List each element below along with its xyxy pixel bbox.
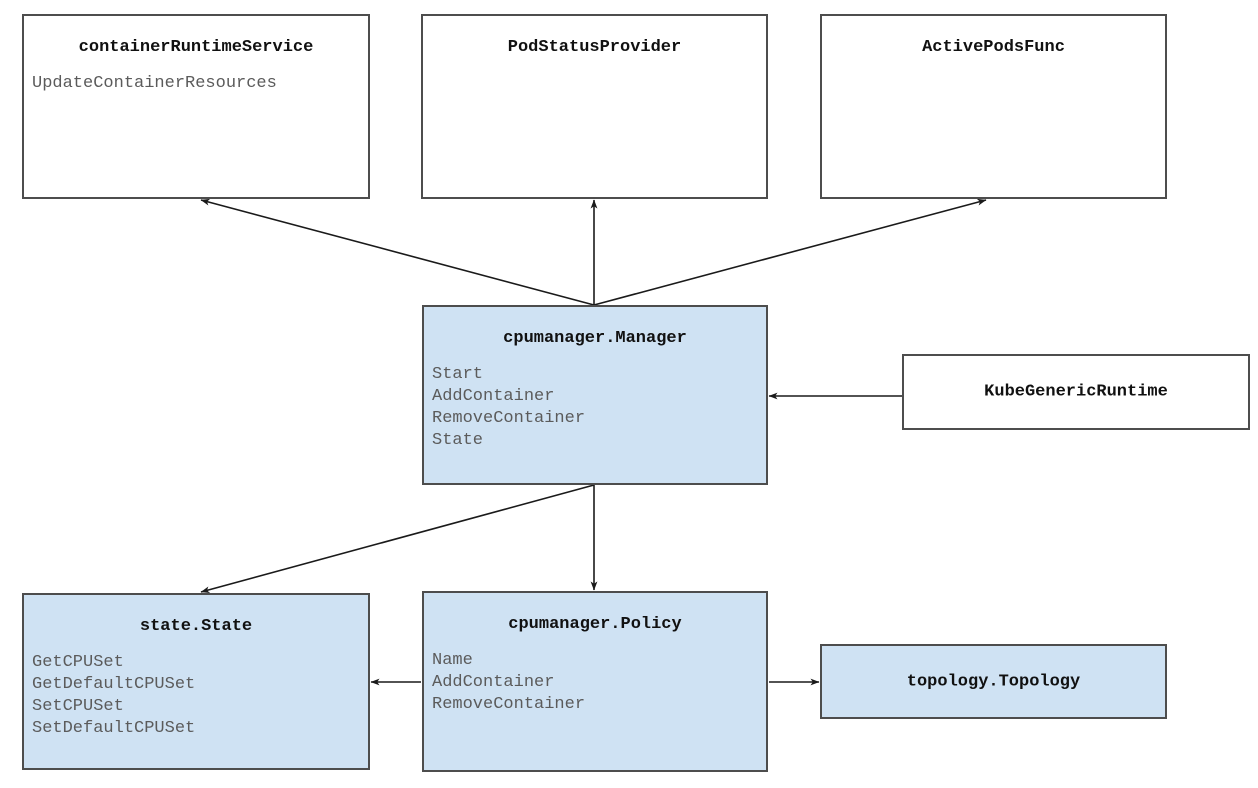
edge-manager-to-activePodsFunc	[593, 198, 987, 306]
class-node-member: SetDefaultCPUSet	[32, 719, 196, 738]
class-node-activePodsFunc[interactable]: ActivePodsFunc	[820, 14, 1167, 199]
class-node-member: RemoveContainer	[432, 695, 586, 714]
class-node-member: GetDefaultCPUSet	[32, 675, 196, 694]
class-node-title: KubeGenericRuntime	[984, 382, 1168, 402]
class-node-title: containerRuntimeService	[78, 38, 314, 57]
class-node-podStatusProvider[interactable]: PodStatusProvider	[421, 14, 768, 199]
class-node-title: ActivePodsFunc	[922, 38, 1065, 57]
class-node-member: AddContainer	[432, 673, 555, 692]
class-node-member-list: UpdateContainerResources	[32, 73, 362, 95]
class-node-title: cpumanager.Policy	[508, 615, 682, 634]
class-node-topologyTopology[interactable]: topology.Topology	[820, 644, 1167, 719]
edge-manager-to-stateState	[200, 484, 595, 594]
class-node-member: State	[432, 431, 484, 450]
class-node-title: PodStatusProvider	[507, 38, 682, 57]
class-node-member: Start	[432, 365, 484, 384]
edge-manager-to-containerRuntimeService	[200, 198, 595, 306]
class-node-title: cpumanager.Manager	[503, 329, 687, 348]
class-node-member: GetCPUSet	[32, 653, 124, 672]
class-node-kubeGenericRuntime[interactable]: KubeGenericRuntime	[902, 354, 1250, 430]
class-node-member: UpdateContainerResources	[32, 74, 277, 93]
class-node-title: state.State	[139, 617, 253, 636]
class-node-title: topology.Topology	[906, 672, 1081, 691]
class-node-member: AddContainer	[432, 387, 555, 406]
class-node-member: RemoveContainer	[432, 409, 586, 428]
class-node-member: SetCPUSet	[32, 697, 124, 716]
class-node-member: Name	[432, 651, 473, 670]
